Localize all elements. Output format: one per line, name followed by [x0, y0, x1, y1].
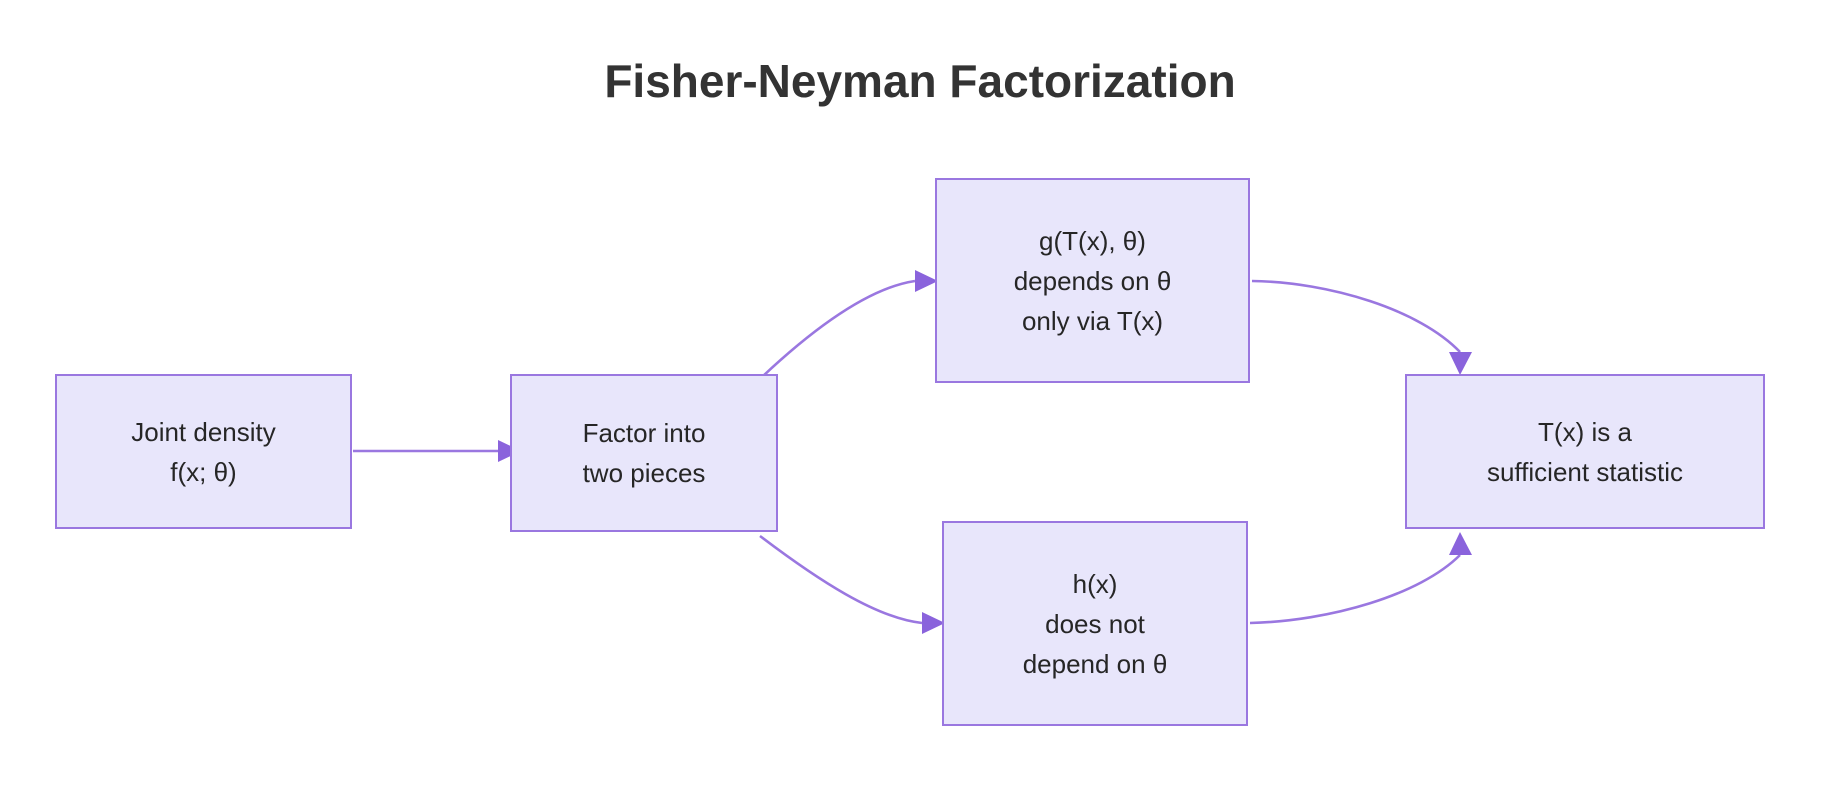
node-h-function-line-2: does not	[1045, 608, 1145, 639]
node-joint-density-line-2: f(x; θ)	[170, 456, 237, 487]
node-factor-line-2: two pieces	[582, 458, 706, 488]
node-joint-density-line-1: Joint density	[131, 416, 276, 447]
node-h-function-line-1: h(x)	[1072, 568, 1118, 599]
edge-joint-to-factor	[353, 440, 521, 462]
node-factor[interactable]: Factor into two pieces	[510, 374, 778, 532]
node-result-line-2: sufficient statistic	[1486, 456, 1684, 487]
node-factor-line-1: Factor into	[582, 418, 706, 448]
edge-factor-to-g	[761, 270, 938, 378]
edge-h-to-result	[1249, 532, 1472, 625]
node-h-function-line-3: depend on θ	[1022, 648, 1168, 679]
node-joint-density[interactable]: Joint density f(x; θ)	[55, 374, 352, 529]
node-result[interactable]: T(x) is a sufficient statistic	[1405, 374, 1765, 529]
edge-g-to-result	[1251, 279, 1472, 375]
node-g-function-line-1: g(T(x), θ)	[1039, 225, 1146, 256]
node-g-function-line-2: depends on θ	[1013, 265, 1172, 296]
page-title: Fisher-Neyman Factorization	[555, 52, 1285, 110]
edge-factor-to-h	[759, 534, 945, 634]
node-g-function-line-3: only via T(x)	[1021, 305, 1164, 336]
node-h-function[interactable]: h(x) does not depend on θ	[942, 521, 1248, 726]
node-g-function[interactable]: g(T(x), θ) depends on θ only via T(x)	[935, 178, 1250, 383]
page-title-text: Fisher-Neyman Factorization	[604, 55, 1236, 107]
node-result-line-1: T(x) is a	[1538, 416, 1632, 447]
